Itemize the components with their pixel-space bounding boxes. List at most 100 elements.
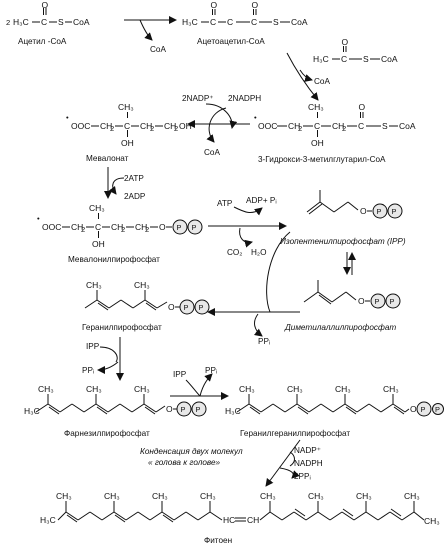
label-gpp: Геранилпирофосфат: [82, 323, 162, 332]
label-acetoacetyl-coa: Ацетоацетил-CoA: [197, 37, 265, 46]
reagent-ppi-1: PPᵢ: [82, 366, 94, 375]
svg-text:OH: OH: [121, 138, 134, 148]
arrow-nadph-nadp: [205, 103, 238, 129]
svg-text:CH₃: CH₃: [260, 491, 276, 501]
svg-text:C: C: [210, 17, 216, 27]
svg-text:H₃C: H₃C: [225, 406, 241, 416]
svg-text:C: C: [95, 222, 101, 232]
svg-text:2: 2: [121, 225, 125, 234]
svg-text:2: 2: [150, 124, 154, 133]
phytoene-structure: H₃C HC CH: [40, 491, 440, 545]
ipp-structure: O P P Изопентенилпирофосфат (IPP): [280, 190, 406, 246]
arrow-atp-to-adp: [233, 206, 263, 216]
reagent-nadp-plus: 2NADP⁺: [182, 94, 214, 103]
arrow-atp-adp: [108, 177, 125, 195]
svg-text:O: O: [358, 296, 365, 306]
svg-text:O: O: [360, 206, 367, 216]
svg-text:O: O: [410, 404, 417, 414]
svg-text:CH₃: CH₃: [134, 384, 150, 394]
svg-text:O: O: [168, 302, 175, 312]
svg-text:CH: CH: [135, 222, 147, 232]
svg-text:P: P: [435, 405, 440, 414]
svg-text:CoA: CoA: [73, 17, 90, 27]
reagent-nadph: 2NADPH: [228, 94, 261, 103]
svg-text:CH₃: CH₃: [200, 491, 216, 501]
svg-text:C: C: [41, 17, 47, 27]
svg-text:P: P: [192, 223, 197, 232]
arrow-coa-release-2: [299, 69, 313, 82]
svg-text:CoA: CoA: [291, 17, 308, 27]
acetyl-coa-structure: 2 H₃C C O S CoA Ацетил -CoA: [6, 0, 90, 46]
arrow-ipp-in-1: [99, 346, 118, 363]
label-ipp: Изопентенилпирофосфат (IPP): [280, 237, 406, 246]
svg-text:CH: CH: [111, 222, 123, 232]
svg-text:P: P: [390, 297, 395, 306]
svg-text:P: P: [196, 405, 201, 414]
reagent-nadph-2: NADPH: [294, 459, 323, 468]
acetoacetyl-coa-structure: H₃C C O C C O S CoA Ацетоацетил-CoA: [182, 0, 308, 46]
svg-text:CH₃: CH₃: [86, 384, 102, 394]
svg-text:CH₃: CH₃: [152, 491, 168, 501]
svg-text:OOC: OOC: [42, 222, 61, 232]
svg-text:CH₃: CH₃: [335, 384, 351, 394]
reagent-ipp-1: IPP: [86, 342, 100, 351]
reagent-2adp: 2ADP: [124, 192, 146, 201]
svg-text:CH₃: CH₃: [134, 280, 150, 290]
svg-text:2: 2: [298, 124, 302, 133]
svg-text:2: 2: [174, 124, 178, 133]
label-acetyl-coa: Ацетил -CoA: [18, 37, 67, 46]
svg-text:•: •: [37, 214, 40, 223]
arrow-ipp-feed: [266, 231, 291, 313]
label-ggpp: Геранилгеранилпирофосфат: [240, 429, 350, 438]
svg-text:CH₃: CH₃: [308, 102, 324, 112]
arrow-step-2: [286, 52, 319, 101]
reagent-coa-3: CoA: [204, 148, 220, 157]
svg-text:CH₃: CH₃: [239, 384, 255, 394]
svg-text:CH₃: CH₃: [118, 102, 134, 112]
svg-text:CH₃: CH₃: [38, 384, 54, 394]
arrow-ppi-out-1: [97, 361, 119, 374]
svg-text:C: C: [358, 121, 364, 131]
svg-text:CoA: CoA: [399, 121, 416, 131]
arrow-ipp-in-2: [185, 379, 201, 397]
annotation-line-2: « голова к голове»: [148, 458, 221, 467]
svg-text:CH: CH: [71, 222, 83, 232]
svg-text:S: S: [273, 17, 279, 27]
svg-text:CH: CH: [288, 121, 300, 131]
svg-text:P: P: [181, 405, 186, 414]
svg-text:2: 2: [342, 124, 346, 133]
svg-text:P: P: [199, 303, 204, 312]
reagent-adp-pi: ADP+ Pᵢ: [246, 196, 277, 205]
label-hmg-coa: 3-Гидрокси-3-метилглутарил-CoA: [258, 155, 386, 164]
svg-text:2: 2: [81, 225, 85, 234]
svg-text:2: 2: [110, 124, 114, 133]
arrow-co2-h2o: [239, 227, 253, 248]
svg-text:OH: OH: [179, 121, 192, 131]
reagent-ppi-gpp: PPᵢ: [258, 337, 270, 346]
reagent-coa-2: CoA: [314, 77, 330, 86]
ggpp-structure: O P P H₃C CH₃ CH₃ CH₃ CH₃ Геранилгеранил…: [225, 384, 444, 438]
svg-text:H₃C: H₃C: [182, 17, 198, 27]
reagent-nadp-plus-2: NADP⁺: [294, 446, 321, 455]
svg-text:O: O: [42, 0, 49, 10]
svg-text:•: •: [254, 113, 257, 122]
reagent-co2: CO₂: [227, 248, 242, 257]
svg-text:H₃C: H₃C: [24, 406, 40, 416]
svg-text:OOC: OOC: [71, 121, 90, 131]
svg-text:CH: CH: [332, 121, 344, 131]
svg-text:2: 2: [6, 18, 10, 27]
svg-text:CH: CH: [164, 121, 176, 131]
svg-text:C: C: [251, 17, 257, 27]
svg-text:OH: OH: [311, 138, 324, 148]
gpp-structure: O P P CH₃ CH₃ Геранилпирофосфат: [82, 280, 210, 332]
svg-text:P: P: [392, 207, 397, 216]
reagent-h2o: H₂O: [251, 248, 266, 257]
svg-text:CH: CH: [140, 121, 152, 131]
fpp-structure: O P P H₃C CH₃ CH₃ CH₃ Фарнезилпирофосфат: [24, 384, 207, 438]
svg-text:CH₃: CH₃: [104, 491, 120, 501]
label-dmapp: Диметилаллилпирофосфат: [284, 323, 396, 332]
mevalonyl-pp-structure: • OOC CH 2 C CH₃ OH CH 2 CH 2 O P P Мева…: [37, 203, 203, 264]
svg-text:CH₃: CH₃: [356, 491, 372, 501]
svg-text:O: O: [252, 0, 259, 10]
